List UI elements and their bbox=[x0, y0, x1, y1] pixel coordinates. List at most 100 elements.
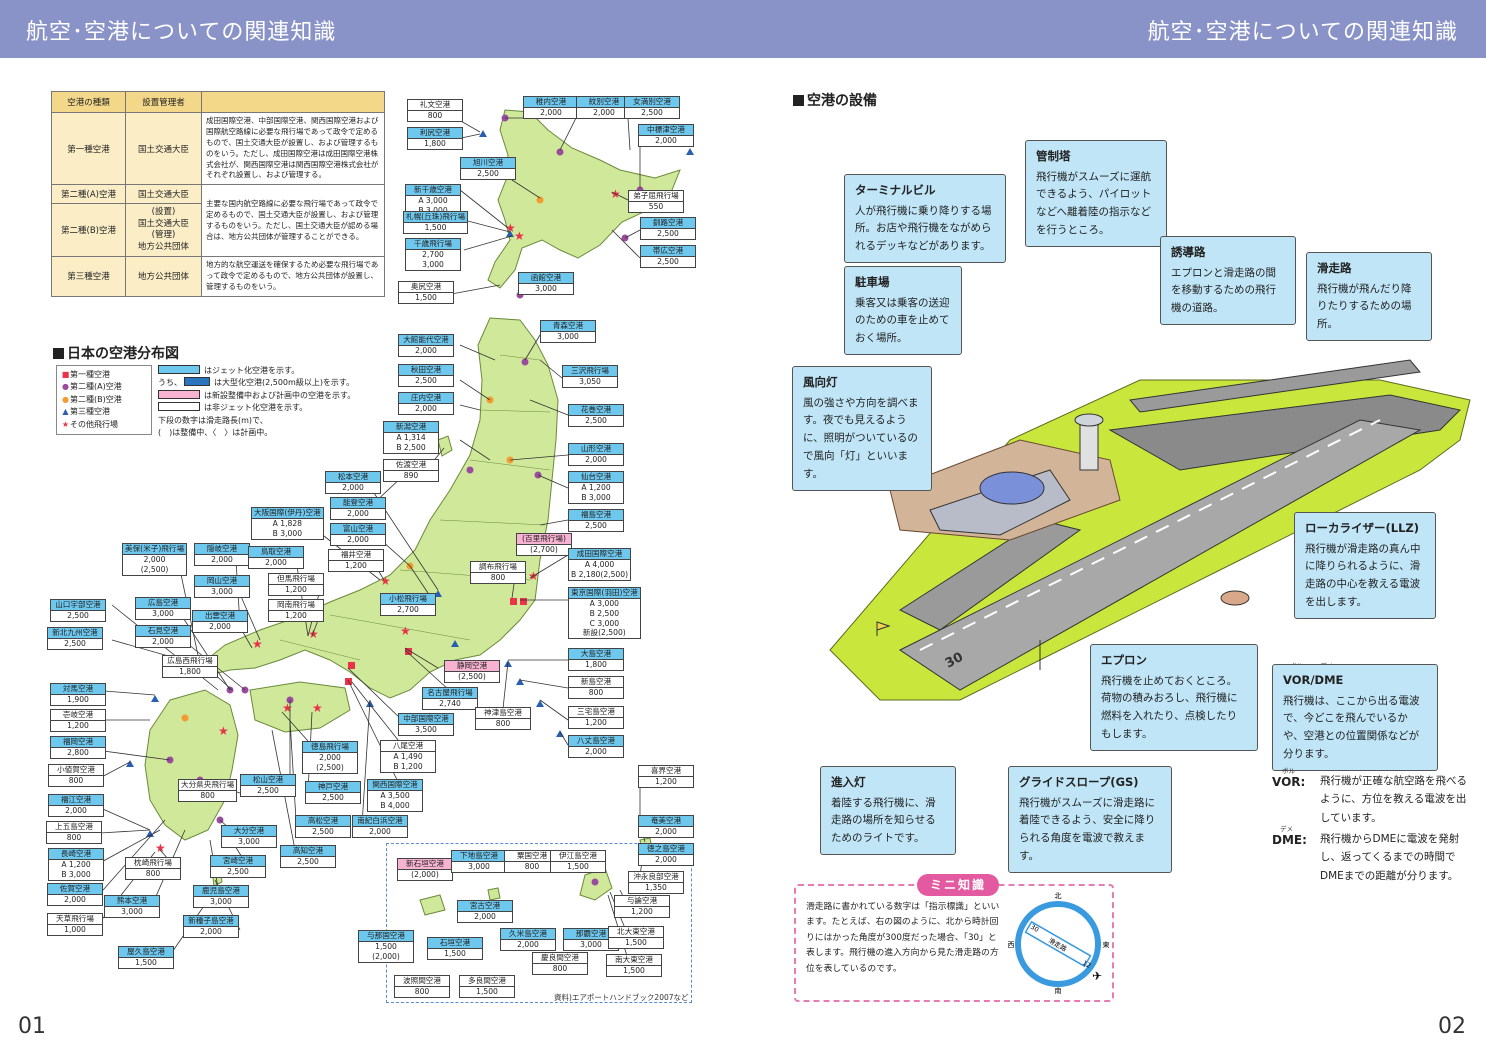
airport-name: 大分県央飛行場 bbox=[179, 780, 237, 791]
airport-runway-length: 2,000 bbox=[369, 826, 391, 836]
blue-triangle-icon bbox=[126, 760, 134, 767]
airport-runway-length: (2,500) bbox=[458, 671, 486, 681]
legend-note: 下段の数字は滑走路長(m)で、 bbox=[158, 415, 268, 425]
airport-name: 与論空港 bbox=[615, 896, 669, 907]
airport-runway-length: 1,900 bbox=[67, 694, 89, 704]
callout-title: ターミナルビル bbox=[855, 183, 936, 197]
airport-name: 新北九州空港 bbox=[48, 628, 102, 639]
facilities-title-text: 空港の設備 bbox=[807, 93, 877, 109]
orange-dot-icon bbox=[181, 714, 189, 722]
airport-runway-length: 2,000 bbox=[347, 534, 369, 544]
airport-name: 壱岐空港 bbox=[51, 710, 105, 721]
airport-name: 名古屋飛行場 bbox=[423, 688, 477, 699]
airport-name: 東京国際(羽田)空港 bbox=[569, 588, 640, 599]
table-cell: (設置) 国土交通大臣 (管理) 地方公共団体 bbox=[125, 203, 202, 258]
square-bullet-icon bbox=[793, 95, 804, 106]
table-cell: 第二種(A)空港 bbox=[51, 184, 126, 205]
airport-runway-length: 800 bbox=[427, 110, 443, 120]
airport-runway-length: 2,000 bbox=[655, 826, 677, 836]
airport-runway-length: 2,000 bbox=[65, 805, 87, 815]
airport-runway-length: 2,000 bbox=[211, 554, 233, 564]
airport-runway-length: A 3,000 B 3,000 bbox=[418, 195, 448, 215]
airport-name: 新種子島空港 bbox=[184, 916, 238, 927]
table-cell: 国土交通大臣 bbox=[125, 184, 202, 205]
taxiway-north bbox=[1108, 394, 1462, 471]
callout-apron: エプロン 飛行機を止めておくところ。荷物の積みおろし、飛行機に燃料を入れたり、点… bbox=[1090, 644, 1258, 751]
terminal-dome bbox=[979, 471, 1045, 505]
airport-runway-length: 1,000 bbox=[64, 924, 86, 934]
blue-triangle-icon bbox=[434, 590, 442, 597]
airport-runway-length: 2,000 (2,500) bbox=[140, 554, 169, 574]
legend-note-text: はジェット化空港を示す。 bbox=[204, 366, 300, 375]
airport-runway-length: 1,500 bbox=[476, 986, 498, 996]
callout-body: 飛行機は、ここから出る電波で、今どこを飛んでいるかや、空港との位置関係などが分り… bbox=[1283, 694, 1420, 761]
airport-runway-length: 2,000 bbox=[347, 508, 369, 518]
airport-runway-length: 1,200 bbox=[285, 610, 307, 620]
airport-runway-length: 2,700 3,000 bbox=[422, 249, 444, 269]
kyushu-shape bbox=[144, 689, 239, 841]
callout-title: 進入灯 bbox=[831, 775, 866, 789]
purple-dot-icon bbox=[521, 358, 529, 366]
map-title: 日本の空港分布図 bbox=[53, 343, 179, 363]
callout-title: VOR/DME bbox=[1283, 673, 1344, 687]
airport-runway-length: 3,000 bbox=[580, 939, 602, 949]
airport-name: 広島空港 bbox=[136, 598, 190, 609]
airport-name: 徳島飛行場 bbox=[303, 742, 357, 753]
airport-runway-length: 2,500 bbox=[585, 520, 607, 530]
airport-runway-length: 3,000 bbox=[238, 836, 260, 846]
red-star-icon: ★ bbox=[155, 841, 166, 855]
legend-label: 第二種(B)空港 bbox=[70, 394, 122, 404]
page-number-left: 01 bbox=[18, 1014, 46, 1039]
airport-name: 秋田空港 bbox=[399, 365, 453, 376]
control-tower bbox=[1079, 419, 1099, 471]
square-bullet-icon bbox=[53, 348, 64, 359]
airport-runway-length: 2,500 bbox=[312, 826, 334, 836]
airport-runway-length: A 1,828 B 3,000 bbox=[272, 518, 303, 538]
compass-west: 西 bbox=[1008, 941, 1015, 949]
airport-runway-length: 1,800 bbox=[585, 659, 607, 669]
airport-name: 屋久島空港 bbox=[119, 947, 173, 958]
table-row: 第三種空港 地方公共団体 地方的な航空運送を確保するため必要な飛行場であって政令… bbox=[51, 256, 385, 297]
airport-name: 岡南飛行場 bbox=[269, 600, 323, 611]
blue-triangle-icon: ▲ bbox=[62, 407, 69, 417]
airport-name: 女満別空港 bbox=[625, 97, 679, 108]
airport-name: 三沢飛行場 bbox=[563, 366, 617, 377]
airport-runway-length: 2,000 bbox=[593, 107, 615, 117]
airport-name: 福島空港 bbox=[569, 510, 623, 521]
airport-name: 大館能代空港 bbox=[399, 335, 453, 346]
airport-name: 大阪国際(伊丹)空港 bbox=[252, 508, 323, 519]
callout-title: グライドスロープ(GS) bbox=[1019, 775, 1139, 789]
airport-runway-length: 800 bbox=[524, 861, 540, 871]
header-title-right: 航空･空港についての関連知識 bbox=[1147, 20, 1458, 45]
legend-label: その他飛行場 bbox=[70, 419, 118, 429]
taxiway-south bbox=[898, 519, 1082, 631]
table-row: 第二種(A)空港 国土交通大臣 主要な国内航空路線に必要な飛行場であって政令で定… bbox=[51, 184, 385, 258]
airport-runway-length: 1,200 bbox=[585, 717, 607, 727]
airport-name: 稚内空港 bbox=[524, 97, 578, 108]
legend-item: ■第一種空港 bbox=[61, 369, 147, 381]
compass-runway-number: 30 bbox=[1029, 923, 1040, 934]
airport-runway-length: 1,200 bbox=[345, 560, 367, 570]
airport-name: 仙台空港 bbox=[569, 472, 623, 483]
airport-runway-length: 2,000 bbox=[415, 403, 437, 413]
callout-glide-slope: グライドスロープ(GS) 飛行機がスムーズに滑走路に着陸できるよう、安全に降りら… bbox=[1008, 766, 1172, 873]
table-cell: 第一種空港 bbox=[51, 111, 126, 186]
airport-runway-length: 1,500 bbox=[625, 937, 647, 947]
legend-notes: はジェット化空港を示す。 うち、は大型化空港(2,500m級以上)を示す。 は新… bbox=[158, 365, 355, 439]
callout-approach-light: 進入灯 着陸する飛行機に、滑走路の場所を知らせるためのライトです。 bbox=[820, 766, 956, 856]
table-cell: 第二種(B)空港 bbox=[51, 203, 126, 258]
